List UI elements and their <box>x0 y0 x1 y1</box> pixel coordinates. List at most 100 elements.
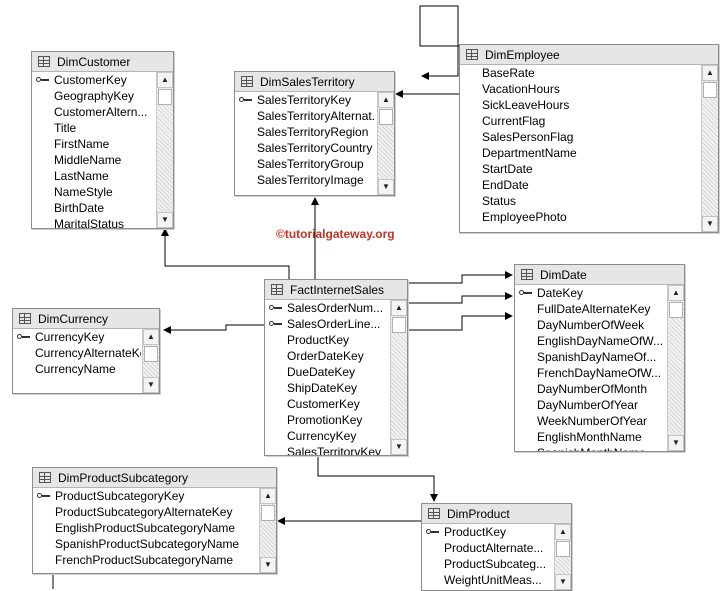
column-row[interactable]: SalesOrderNum... <box>265 300 389 316</box>
table-header[interactable]: DimProduct <box>422 504 571 524</box>
scroll-thumb[interactable] <box>379 109 393 125</box>
table-header[interactable]: DimEmployee <box>460 45 718 65</box>
scroll-down-arrow-icon[interactable]: ▼ <box>668 435 684 451</box>
vertical-scrollbar[interactable]: ▲▼ <box>142 329 159 393</box>
column-row[interactable]: ProductSubcateg... <box>422 556 553 572</box>
vertical-scrollbar[interactable]: ▲▼ <box>156 72 173 228</box>
column-row[interactable]: SalesTerritoryAlternat... <box>235 108 376 124</box>
table-header[interactable]: DimDate <box>515 265 684 285</box>
column-row[interactable]: DateKey <box>515 285 666 301</box>
column-row[interactable]: EnglishProductSubcategoryName <box>33 520 258 536</box>
scroll-up-arrow-icon[interactable]: ▲ <box>391 300 407 316</box>
scroll-up-arrow-icon[interactable]: ▲ <box>260 488 276 504</box>
column-row[interactable]: CurrentFlag <box>460 113 700 129</box>
scroll-up-arrow-icon[interactable]: ▲ <box>143 329 159 345</box>
scroll-thumb[interactable] <box>392 317 406 333</box>
column-row[interactable]: ProductAlternate... <box>422 540 553 556</box>
relationship-fact-date-order[interactable] <box>408 271 513 284</box>
column-row[interactable]: GeographyKey <box>32 88 155 104</box>
column-row[interactable]: SalesTerritoryGroup <box>235 156 376 172</box>
column-row[interactable]: MiddleName <box>32 152 155 168</box>
scroll-up-arrow-icon[interactable]: ▲ <box>378 92 394 108</box>
column-row[interactable]: DayNumberOfYear <box>515 397 666 413</box>
column-row[interactable]: ProductSubcategoryKey <box>33 488 258 504</box>
column-row[interactable]: PromotionKey <box>265 412 389 428</box>
column-row[interactable]: SickLeaveHours <box>460 97 700 113</box>
column-row[interactable]: FullDateAlternateKey <box>515 301 666 317</box>
scroll-thumb[interactable] <box>556 541 570 557</box>
scroll-up-arrow-icon[interactable]: ▲ <box>157 72 173 88</box>
relationship-fact-date-ship[interactable] <box>408 312 513 331</box>
column-row[interactable]: WeekNumberOfYear <box>515 413 666 429</box>
column-row[interactable]: BirthDate <box>32 200 155 216</box>
column-row[interactable]: DayNumberOfWeek <box>515 317 666 333</box>
column-row[interactable]: WeightUnitMeas... <box>422 572 553 588</box>
table-header[interactable]: DimCustomer <box>32 52 173 72</box>
scroll-down-arrow-icon[interactable]: ▼ <box>260 557 276 573</box>
relationship-fact-customer[interactable] <box>161 228 290 280</box>
scroll-down-arrow-icon[interactable]: ▼ <box>391 439 407 455</box>
table-header[interactable]: DimProductSubcategory <box>33 468 276 488</box>
column-row[interactable]: SalesPersonFlag <box>460 129 700 145</box>
column-row[interactable]: CustomerKey <box>265 396 389 412</box>
column-row[interactable]: SalesTerritoryKey <box>265 444 389 455</box>
scroll-down-arrow-icon[interactable]: ▼ <box>702 216 718 232</box>
column-row[interactable]: StartDate <box>460 161 700 177</box>
column-row[interactable]: DueDateKey <box>265 364 389 380</box>
column-row[interactable]: SpanishMonthName <box>515 445 666 451</box>
column-row[interactable]: EndDate <box>460 177 700 193</box>
column-row[interactable]: ShipDateKey <box>265 380 389 396</box>
column-row[interactable]: CurrencyKey <box>265 428 389 444</box>
column-row[interactable]: CustomerKey <box>32 72 155 88</box>
vertical-scrollbar[interactable]: ▲▼ <box>259 488 276 573</box>
column-row[interactable]: DepartmentName <box>460 145 700 161</box>
column-row[interactable]: Title <box>32 120 155 136</box>
vertical-scrollbar[interactable]: ▲▼ <box>377 92 394 195</box>
scroll-down-arrow-icon[interactable]: ▼ <box>378 179 394 195</box>
scroll-up-arrow-icon[interactable]: ▲ <box>555 524 571 540</box>
column-row[interactable]: SalesTerritoryImage <box>235 172 376 188</box>
scroll-down-arrow-icon[interactable]: ▼ <box>143 377 159 393</box>
column-row[interactable]: ProductKey <box>422 524 553 540</box>
vertical-scrollbar[interactable]: ▲▼ <box>667 285 684 451</box>
column-row[interactable]: ProductSubcategoryAlternateKey <box>33 504 258 520</box>
column-row[interactable]: CurrencyAlternateKey <box>13 345 141 361</box>
scroll-down-arrow-icon[interactable]: ▼ <box>555 574 571 590</box>
relationship-employee-self[interactable] <box>419 5 460 80</box>
scroll-up-arrow-icon[interactable]: ▲ <box>702 65 718 81</box>
column-row[interactable]: CustomerAltern... <box>32 104 155 120</box>
scroll-thumb[interactable] <box>703 82 717 98</box>
column-row[interactable]: NameStyle <box>32 184 155 200</box>
scroll-thumb[interactable] <box>669 302 683 318</box>
column-row[interactable]: FrenchDayNameOfW... <box>515 365 666 381</box>
column-row[interactable]: OrderDateKey <box>265 348 389 364</box>
column-row[interactable]: FrenchProductSubcategoryName <box>33 552 258 568</box>
scroll-thumb[interactable] <box>158 89 172 105</box>
column-row[interactable]: EmployeePhoto <box>460 209 700 225</box>
column-row[interactable]: DayNumberOfMonth <box>515 381 666 397</box>
column-row[interactable]: SalesTerritoryCountry <box>235 140 376 156</box>
column-row[interactable]: EnglishDayNameOfW... <box>515 333 666 349</box>
column-row[interactable]: SpanishDayNameOf... <box>515 349 666 365</box>
column-row[interactable]: BaseRate <box>460 65 700 81</box>
scroll-down-arrow-icon[interactable]: ▼ <box>157 212 173 228</box>
relationship-fact-date-due[interactable] <box>408 292 513 304</box>
relationship-fact-product[interactable] <box>317 455 438 502</box>
column-row[interactable]: MaritalStatus <box>32 216 155 228</box>
vertical-scrollbar[interactable]: ▲▼ <box>554 524 571 590</box>
scroll-up-arrow-icon[interactable]: ▲ <box>668 285 684 301</box>
column-row[interactable]: EnglishMonthName <box>515 429 666 445</box>
column-row[interactable]: SalesTerritoryRegion <box>235 124 376 140</box>
vertical-scrollbar[interactable]: ▲▼ <box>701 65 718 232</box>
table-header[interactable]: FactInternetSales <box>265 280 407 300</box>
column-row[interactable]: ProductKey <box>265 332 389 348</box>
scroll-thumb[interactable] <box>261 505 275 521</box>
